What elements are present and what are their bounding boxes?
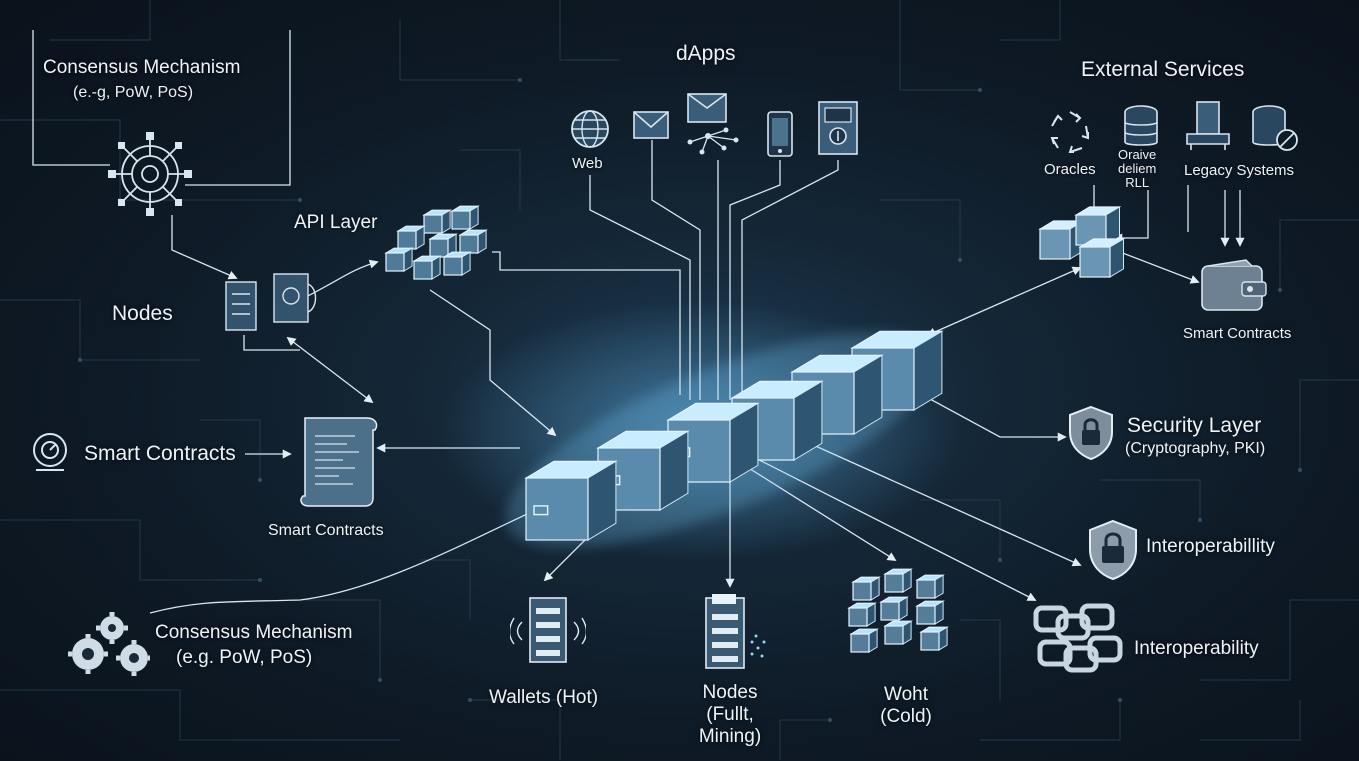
cold-cube [851, 576, 881, 601]
lock-shield-icon [1089, 519, 1137, 581]
mobile-icon[interactable] [766, 110, 794, 158]
server-nodes-icon [225, 273, 317, 331]
cold-wallet-cubes-icon [847, 568, 949, 653]
nodes-to-api-line [299, 259, 379, 301]
cold-cube [883, 568, 913, 593]
dapp-mail-line [651, 140, 701, 400]
nodes-to-contract-line [286, 336, 374, 404]
consensus-frame-line [32, 30, 110, 166]
dapp-web-label: Web [572, 155, 603, 172]
chain-link-icon [1033, 603, 1123, 673]
nodes-down-line [243, 335, 300, 351]
mail-icon[interactable] [632, 110, 670, 140]
api-cube [458, 229, 488, 254]
api-right-line [492, 251, 681, 395]
oracle-api-line1: Oraive [1118, 147, 1157, 162]
api-cube [422, 209, 452, 234]
api-cube [442, 251, 472, 276]
chain-to-external-line [926, 266, 1082, 337]
dapp-atm-line [741, 160, 839, 400]
globe-icon[interactable] [569, 108, 611, 150]
bottom-consensus-title: Consensus Mechanism [155, 622, 353, 643]
interoperability-1-label: Interoperabillity [1146, 536, 1275, 557]
network-mail-icon[interactable] [680, 90, 744, 162]
api-cube [412, 255, 442, 280]
wallets-hot-label: Wallets (Hot) [489, 687, 599, 708]
dapps-title: dApps [676, 42, 736, 65]
wallet-icon [1201, 259, 1267, 311]
external-cube [1078, 238, 1126, 278]
api-to-chain-line [429, 289, 557, 437]
contract-document-icon [300, 417, 378, 507]
cold-cube [849, 628, 879, 653]
security-shield-icon [1069, 405, 1113, 461]
cold-cube [883, 620, 913, 645]
api-cube [450, 205, 480, 230]
cold-cube [915, 574, 945, 599]
oracle-cycle-icon [1050, 111, 1089, 153]
security-layer-title: Security Layer [1127, 414, 1262, 437]
external-blocks-icon [1038, 206, 1126, 278]
legacy-server-icon [1186, 101, 1230, 150]
nodes-mining-line2: (Fullt, [706, 704, 754, 725]
external-services-title: External Services [1081, 58, 1245, 81]
database-icon [1124, 105, 1158, 146]
oracle-api-down-line [1113, 190, 1149, 243]
oracle-api-line3: RLL [1125, 175, 1150, 190]
interoperability-2-label: Interoperability [1134, 638, 1259, 659]
legacy-systems-label: Legacy Systems [1184, 162, 1295, 179]
dapp-mobile-line [729, 160, 781, 400]
top-consensus-subtitle: (e.-g, PoW, PoS) [73, 84, 194, 101]
nodes-mining-line1: Nodes [702, 682, 758, 703]
consensus-to-chain-line [149, 506, 542, 614]
cold-cube [879, 596, 909, 621]
hot-wallet-server-icon [510, 597, 586, 663]
cold-wallet-line2: (Cold) [880, 706, 932, 727]
consensus-to-nodes-line [171, 215, 238, 280]
cold-wallet-line1: Woht [883, 684, 928, 705]
cold-wallet-label: Woht (Cold) [866, 684, 946, 728]
nodes-mining-line3: Mining) [698, 726, 762, 747]
nodes-left-label: Nodes [112, 302, 173, 325]
api-cube [384, 247, 414, 272]
cold-cube [915, 600, 945, 625]
api-layer-label: API Layer [294, 212, 378, 233]
gears-icon [68, 612, 150, 676]
external-cube [1074, 206, 1122, 246]
database-blocked-icon [1252, 105, 1298, 151]
smart-contracts-left-label: Smart Contracts [84, 442, 236, 465]
mining-node-server-icon [705, 594, 766, 669]
cold-cube [847, 602, 877, 627]
atm-icon[interactable] [815, 100, 861, 156]
cold-cube [919, 626, 949, 651]
gauge-icon [33, 433, 67, 471]
chain-block [730, 380, 824, 461]
chain-block [524, 460, 618, 541]
consensus-frame-right [185, 30, 291, 186]
api-cubes-icon [384, 205, 488, 280]
dapp-web-line [589, 175, 691, 400]
oracle-api-line2: deliem [1118, 161, 1157, 176]
api-cube [396, 225, 426, 250]
top-consensus-title: Consensus Mechanism [43, 57, 241, 78]
security-layer-subtitle: (Cryptography, PKI) [1125, 440, 1266, 457]
smart-contracts-center-label: Smart Contracts [268, 522, 384, 539]
oracle-api-label: Oraive deliem RLL [1118, 148, 1156, 190]
ext-blocks-to-wallet [1119, 251, 1200, 284]
nodes-mining-label: Nodes (Fullt, Mining) [690, 682, 770, 748]
oracles-label: Oracles [1044, 161, 1096, 178]
network-node-icon [108, 132, 192, 216]
external-smart-contracts-label: Smart Contracts [1183, 325, 1292, 342]
bottom-consensus-subtitle: (e.g. PoW, PoS) [176, 647, 313, 668]
